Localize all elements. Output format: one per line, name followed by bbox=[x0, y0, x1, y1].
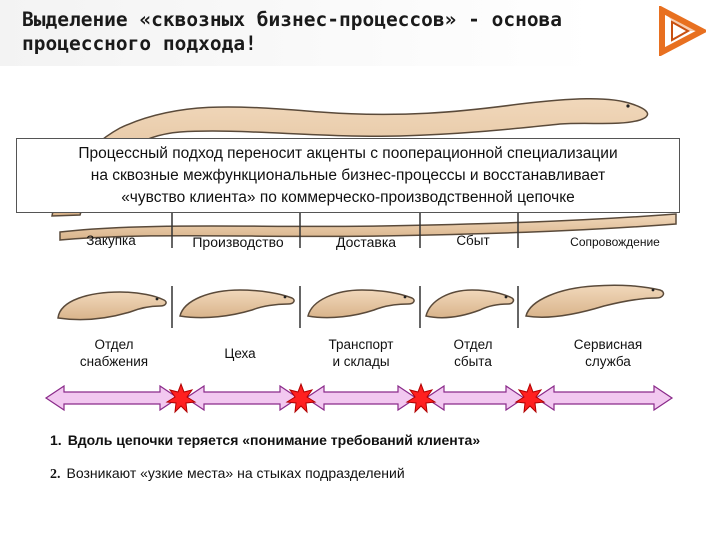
stage-dividers bbox=[171, 212, 519, 328]
callout-line-3: «чувство клиента» по коммерческо-произво… bbox=[121, 189, 575, 206]
issue-1: 1.Вдоль цепочки теряется «понимание треб… bbox=[50, 432, 481, 448]
title-line-2: процессного подхода! bbox=[22, 32, 257, 55]
worm-segment-3 bbox=[307, 289, 415, 319]
arrow-3 bbox=[304, 384, 418, 412]
arrow-5 bbox=[534, 384, 674, 412]
dept-label-transport: Транспорт и склады bbox=[328, 337, 394, 369]
junction-bursts bbox=[165, 382, 546, 414]
arrow-4 bbox=[424, 384, 526, 412]
stage-label-support: Сопровождение bbox=[570, 235, 660, 249]
stage-label-sales: Сбыт bbox=[456, 233, 490, 248]
dept-label-workshops: Цеха bbox=[224, 346, 256, 361]
worm-segment-1 bbox=[57, 291, 167, 321]
dept-label-service: Сервисная служба bbox=[573, 337, 643, 369]
header-band bbox=[0, 0, 660, 66]
burst-icon-3 bbox=[405, 382, 437, 414]
dept-label-supply: Отдел снабжения bbox=[79, 337, 149, 369]
stage-label-purchase: Закупка bbox=[86, 233, 136, 248]
stage-label-delivery: Доставка bbox=[335, 234, 397, 250]
callout-line-2: на сквозные межфункциональные бизнес-про… bbox=[90, 167, 606, 184]
title-line-1: Выделение «сквозных бизнес-процессов» - … bbox=[22, 8, 563, 31]
triangle-logo-icon bbox=[659, 6, 706, 56]
arrow-1 bbox=[44, 384, 180, 412]
burst-icon-2 bbox=[285, 382, 317, 414]
arrow-2 bbox=[184, 384, 300, 412]
dept-label-sales-dept: Отдел сбыта bbox=[453, 337, 493, 369]
callout-line-1: Процессный подход переносит акценты с по… bbox=[78, 145, 618, 162]
burst-icon-1 bbox=[165, 382, 197, 414]
slide-title: Выделение «сквозных бизнес-процессов» - … bbox=[22, 8, 652, 56]
stage-label-production: Производство bbox=[192, 234, 284, 250]
issue-2: 2.Возникают «узкие места» на стыках подр… bbox=[50, 465, 405, 482]
responsibility-arrows bbox=[44, 384, 674, 412]
worm-segment-2 bbox=[179, 289, 295, 319]
burst-icon-4 bbox=[514, 382, 546, 414]
callout-box: Процессный подход переносит акценты с по… bbox=[16, 138, 680, 213]
worm-segment-4 bbox=[425, 289, 515, 319]
long-worm-top bbox=[51, 97, 677, 241]
worm-segment-5 bbox=[525, 284, 665, 319]
